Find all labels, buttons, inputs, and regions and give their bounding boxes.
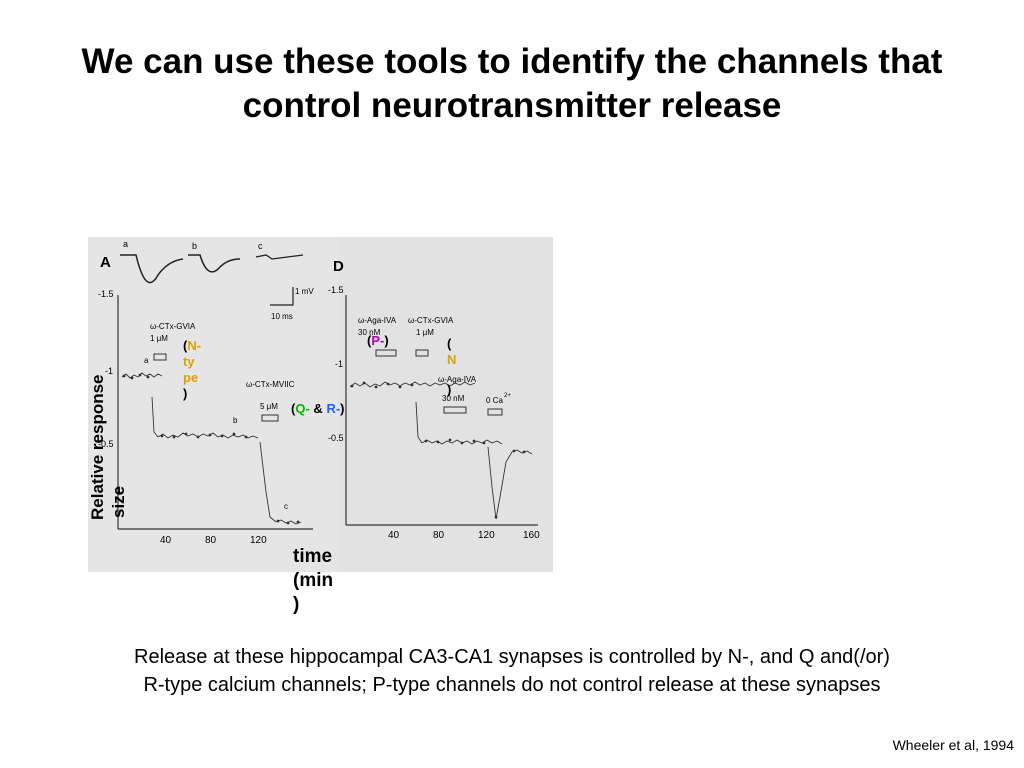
p-annotation: (P-)	[367, 333, 389, 349]
n-right-text: N	[447, 352, 457, 367]
left-tick-1: -1.5	[98, 289, 114, 299]
n-right-annotation: ( N )	[447, 336, 456, 398]
citation: Wheeler et al, 1994	[892, 737, 1014, 753]
scale-bar	[270, 287, 294, 306]
ntype-close: )	[183, 386, 188, 401]
drug-gvia-right: ω-CTx-GVIA	[408, 316, 454, 325]
trace-c-label: c	[258, 241, 263, 251]
scale-mv: 1 mV	[295, 287, 314, 296]
p-open: (	[367, 333, 372, 348]
n-right-close: )	[447, 382, 452, 397]
left-xtick-2: 80	[205, 535, 217, 546]
y-label-line-1: Relative response	[88, 374, 107, 520]
ntype-open: (	[183, 338, 188, 353]
gvia-right-bar	[415, 349, 429, 357]
title-line-2: control neurotransmitter release	[242, 86, 782, 125]
marker-a: a	[144, 356, 149, 365]
slide-caption: Release at these hippocampal CA3-CA1 syn…	[0, 643, 1024, 699]
time-axis-label: time (min )	[293, 545, 333, 617]
figure-graphics: A D a b c 1 mV 10 ms -1.5 -1 -0.5 40 80 …	[88, 237, 553, 572]
drug-ca-sup: 2+	[504, 393, 511, 399]
drug-aga-r-conc: 30 nM	[442, 394, 465, 403]
time-label-line-3: )	[293, 594, 300, 615]
aga-r-bar	[443, 406, 467, 414]
n-right-open: (	[447, 336, 452, 351]
ca-bar	[487, 408, 503, 416]
p-text: P-	[371, 333, 385, 348]
caption-line-2: R-type calcium channels; P-type channels…	[143, 674, 881, 696]
drug-aga-p: ω-Aga-IVA	[358, 316, 397, 325]
panel-d-label: D	[333, 258, 344, 275]
right-tick-2: -1	[335, 359, 343, 369]
right-tick-3: -0.5	[328, 433, 344, 443]
drug-gvia-right-conc: 1 μM	[416, 328, 434, 337]
right-xtick-4: 160	[523, 530, 540, 541]
drug-gvia-left-conc: 1 μM	[150, 334, 168, 343]
trace-a-label: a	[123, 239, 128, 249]
figure-scan: A D a b c 1 mV 10 ms -1.5 -1 -0.5 40 80 …	[88, 237, 553, 572]
panel-a-label: A	[100, 254, 111, 271]
left-xtick-1: 40	[160, 535, 172, 546]
y-axis-label: Relative response size	[87, 374, 129, 520]
trace-a	[120, 254, 184, 284]
right-data-points	[350, 381, 526, 519]
ntype-annotation: (N- ty pe )	[183, 338, 201, 402]
y-label-line-2: size	[109, 485, 128, 518]
qr-annotation: (Q- & R-)	[291, 401, 345, 417]
qr-r: R-	[326, 401, 341, 416]
qr-amp: &	[313, 401, 323, 416]
scale-ms: 10 ms	[271, 312, 293, 321]
slide-title: We can use these tools to identify the c…	[0, 40, 1024, 128]
trace-b-label: b	[192, 241, 197, 251]
title-line-1: We can use these tools to identify the c…	[81, 42, 943, 81]
left-xtick-3: 120	[250, 535, 267, 546]
right-tick-1: -1.5	[328, 285, 344, 295]
drug-ca: 0 Ca	[486, 396, 503, 405]
drug-aga-p-conc: 30 nM	[358, 328, 381, 337]
drug-mviic-conc: 5 μM	[260, 402, 278, 411]
aga-p-bar	[375, 349, 397, 357]
left-data-points	[122, 373, 300, 525]
qr-q: Q-	[295, 401, 310, 416]
drug-aga-r: ω-Aga-IVA	[438, 375, 477, 384]
ntype-text-3: pe	[183, 370, 199, 385]
caption-line-1: Release at these hippocampal CA3-CA1 syn…	[134, 646, 890, 668]
trace-c	[255, 254, 304, 260]
left-tick-2: -1	[105, 366, 113, 376]
left-tick-3: -0.5	[98, 439, 114, 449]
p-close: )	[384, 333, 389, 348]
right-xtick-2: 80	[433, 530, 445, 541]
qr-close: )	[340, 401, 345, 416]
mviic-bar	[261, 414, 279, 422]
time-label-line-1: time	[293, 546, 333, 567]
ntype-text-2: ty	[183, 354, 195, 369]
time-label-line-2: (min	[293, 570, 334, 591]
right-xtick-1: 40	[388, 530, 400, 541]
drug-mviic: ω-CTx-MVIIC	[246, 380, 295, 389]
drug-gvia-left: ω-CTx-GVIA	[150, 322, 196, 331]
right-xtick-3: 120	[478, 530, 495, 541]
qr-open: (	[291, 401, 296, 416]
ntype-text-1: N-	[187, 338, 202, 353]
left-data-series	[121, 372, 302, 525]
marker-c: c	[284, 502, 288, 511]
marker-b: b	[233, 416, 238, 425]
gvia-left-bar	[153, 353, 167, 361]
trace-b	[188, 254, 241, 273]
